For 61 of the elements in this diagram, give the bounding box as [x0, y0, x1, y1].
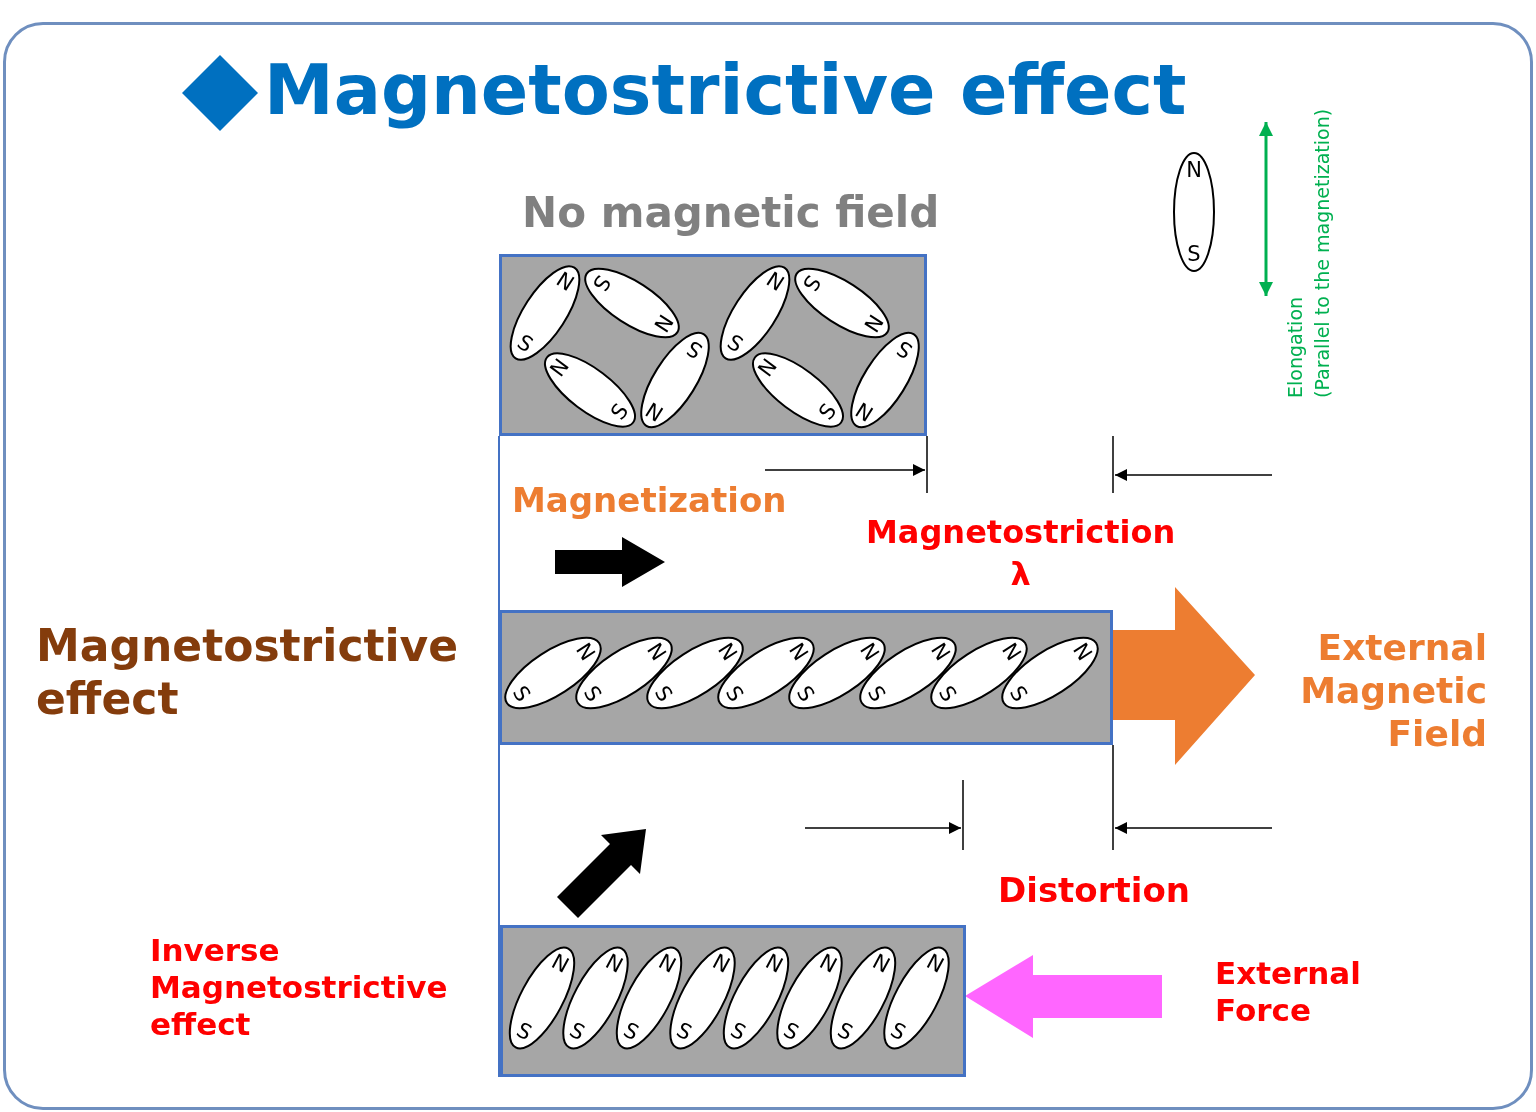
pole-letter: S — [513, 331, 537, 357]
pole-letter: S — [723, 331, 747, 357]
force-label: External Magnetic Field — [1299, 626, 1487, 756]
axis-label: Elongation — [1284, 296, 1307, 398]
title: Magnetostrictive effect — [264, 48, 1187, 132]
pole-letter: N — [815, 950, 840, 977]
pole-letter: S — [566, 1020, 588, 1045]
pole-letter: S — [588, 271, 614, 295]
pole-letter: S — [792, 682, 818, 705]
pole-letter: S — [833, 1020, 856, 1045]
pole-letter: S — [650, 682, 676, 705]
pole-letter: S — [726, 1020, 749, 1045]
pole-letter: N — [649, 310, 677, 336]
pole-letter: S — [887, 1020, 909, 1045]
pole-letter: N — [855, 640, 882, 665]
pole-letter: S — [798, 271, 824, 295]
pole-letter: S — [893, 336, 916, 362]
pole-letter: S — [1187, 243, 1201, 265]
pole-letter: N — [869, 950, 894, 977]
pole-letter: S — [1005, 682, 1031, 705]
pole-letter: S — [579, 682, 605, 705]
pole-letter: N — [642, 640, 669, 665]
force-label: External Force — [1215, 955, 1361, 1030]
pole-letter: N — [1068, 640, 1095, 665]
pole-letter: S — [934, 682, 960, 705]
pole-letter: S — [619, 1020, 642, 1045]
pole-letter: S — [863, 682, 889, 705]
pole-letter: N — [552, 268, 578, 296]
pole-letter: N — [643, 398, 668, 425]
pole-letter: N — [601, 950, 626, 977]
pole-letter: N — [997, 640, 1024, 665]
effect-label: Magnetostrictive effect — [36, 620, 459, 726]
pole-letter: N — [571, 640, 598, 665]
pole-letter: N — [784, 640, 811, 665]
pole-letter: N — [708, 950, 733, 977]
pole-letter: N — [762, 950, 787, 977]
pole-letter: N — [547, 355, 574, 381]
pole-letter: N — [926, 640, 953, 665]
pole-letter: S — [673, 1020, 695, 1045]
pole-letter: N — [762, 268, 788, 296]
pole-letter: N — [755, 355, 782, 381]
pole-letter: N — [859, 310, 887, 336]
pole-letter: S — [683, 336, 706, 362]
measure-label: Magnetostriction λ — [866, 512, 1176, 595]
state-label: No magnetic field — [522, 188, 940, 239]
pole-letter: S — [512, 1020, 535, 1045]
pole-letter: S — [721, 682, 747, 705]
pole-letter: S — [815, 400, 840, 424]
pole-letter: N — [1186, 159, 1202, 181]
pole-letter: S — [508, 682, 534, 705]
pole-letter: S — [607, 400, 632, 424]
pole-letter: N — [548, 950, 573, 977]
pole-letter: N — [922, 950, 947, 977]
measure-label: Distortion — [998, 870, 1190, 911]
effect-label: Inverse Magnetostrictive effect — [150, 932, 448, 1044]
pole-letter: N — [853, 398, 878, 425]
pole-letter: N — [713, 640, 740, 665]
pole-letter: N — [655, 950, 680, 977]
axis-label: (Parallel to the magnetization) — [1311, 108, 1334, 398]
pole-letter: S — [780, 1020, 802, 1045]
process-label: Magnetization — [512, 480, 787, 521]
